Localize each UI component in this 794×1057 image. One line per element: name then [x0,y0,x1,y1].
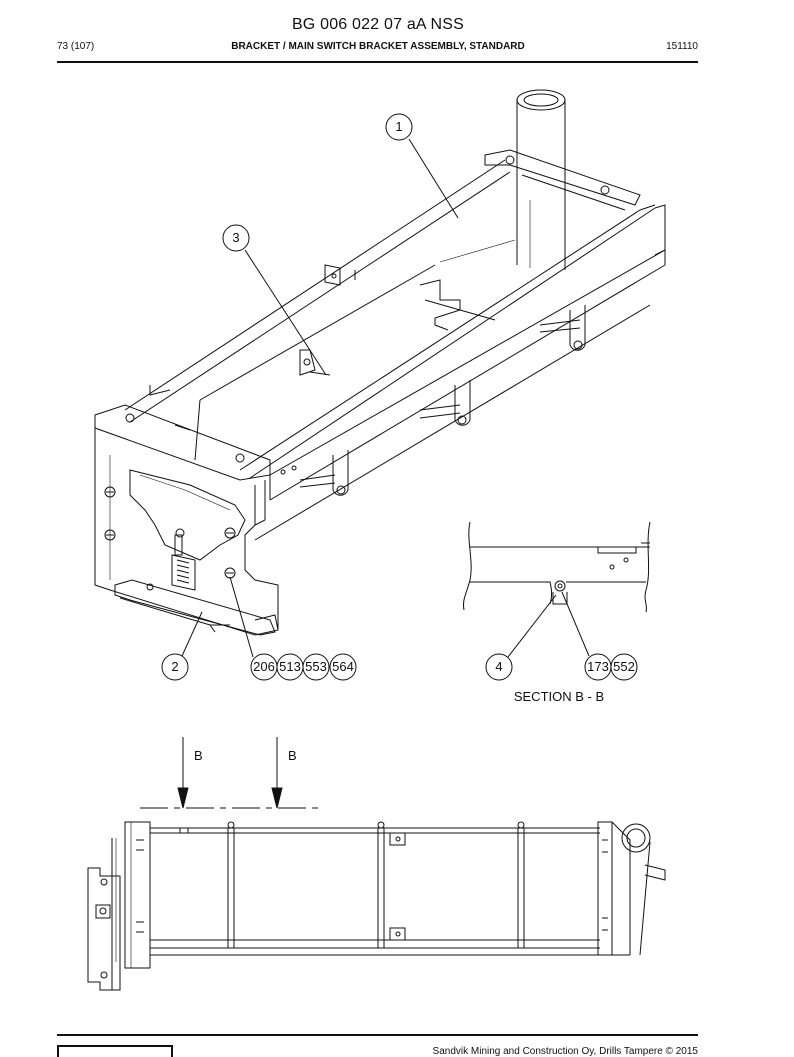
callout-label-4: 4 [495,659,503,674]
callout-group-206 [229,576,357,681]
callout-3 [222,224,327,376]
callout-label-513: 513 [279,659,301,674]
callout-label-2: 2 [171,659,179,674]
page-number: 73 (107) [57,41,95,52]
bracket-elevation-view [87,821,666,991]
header-rule [57,61,698,63]
callout-label-1: 1 [395,119,403,134]
document-code: 151110 [666,41,698,52]
bracket-assembly-isometric [94,89,666,636]
callout-label-553: 553 [305,659,327,674]
document-title: BG 006 022 07 aA NSS [291,16,465,33]
callout-2 [161,611,203,681]
callout-label-206: 206 [253,659,275,674]
brand-logo [57,1045,173,1057]
page-heading: BRACKET / MAIN SWITCH BRACKET ASSEMBLY, … [231,41,525,52]
section-b-b-detail [463,521,651,681]
callout-label-3: 3 [232,230,240,245]
callout-label-564: 564 [332,659,354,674]
callout-label-173: 173 [587,659,609,674]
section-caption: SECTION B - B [513,689,605,704]
footer-copyright: Sandvik Mining and Construction Oy, Dril… [432,1046,698,1057]
section-marker-left: B [194,748,203,763]
section-marker-right: B [288,748,297,763]
footer-rule [57,1034,698,1036]
callout-label-552: 552 [613,659,635,674]
section-arrows [140,737,320,809]
callout-1 [385,113,459,219]
